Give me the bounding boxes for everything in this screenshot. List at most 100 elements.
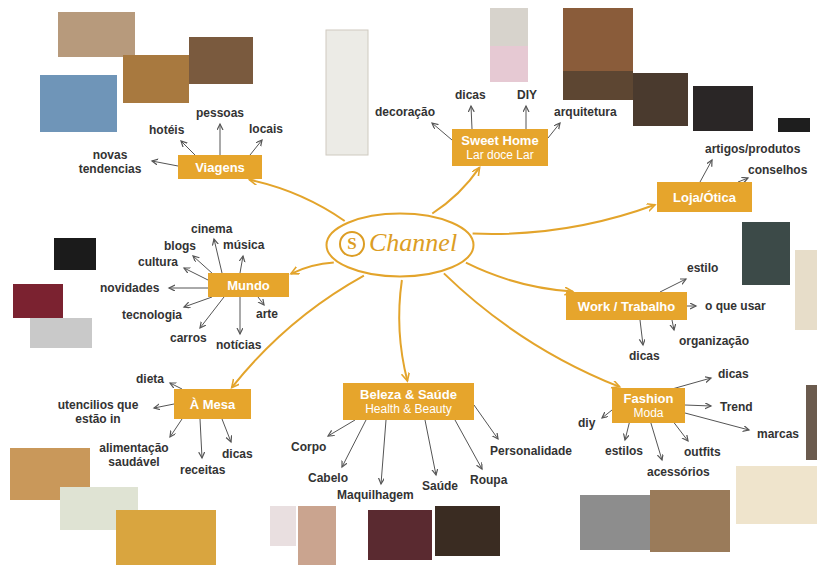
leader-line (240, 297, 241, 334)
logo-letter: S (339, 231, 365, 257)
leader-line (200, 419, 202, 458)
branch-label: receitas (180, 463, 225, 477)
photo (30, 318, 92, 348)
topic-box: Beleza & SaúdeHealth & Beauty (343, 383, 474, 420)
photo (58, 12, 135, 57)
branch-arrow (444, 273, 620, 387)
branch-label: dicas (455, 88, 486, 102)
leader-group (152, 106, 749, 484)
leader-line (381, 420, 386, 484)
photo (563, 8, 633, 71)
leader-line (250, 140, 262, 155)
branch-label: carros (170, 331, 207, 345)
branch-label: cinema (191, 222, 232, 236)
photo (326, 30, 368, 155)
photo (633, 73, 688, 126)
branch-label: arquitetura (554, 105, 617, 119)
branch-label: blogs (164, 239, 196, 253)
branch-label: marcas (757, 427, 799, 441)
leader-line (672, 420, 688, 441)
leader-line (687, 306, 696, 307)
topic-title: Sweet Home (461, 133, 538, 148)
photo (13, 284, 63, 318)
leader-line (170, 419, 182, 437)
photo (693, 86, 753, 131)
leader-line (660, 279, 686, 292)
branch-label: Cabelo (308, 471, 348, 485)
branch-label: dicas (222, 447, 253, 461)
branch-label: Trend (720, 400, 753, 414)
branch-label: o que usar (705, 299, 766, 313)
topic-box: FashionModa (612, 388, 685, 423)
leader-line (685, 413, 749, 430)
branch-label: conselhos (748, 163, 807, 177)
topic-box: Sweet HomeLar doce Lar (452, 129, 548, 166)
topic-box: À Mesa (174, 389, 251, 419)
topic-title: À Mesa (190, 397, 236, 412)
leader-line (672, 320, 674, 330)
branch-label: Maquilhagem (337, 488, 414, 502)
leader-line (184, 297, 212, 307)
branch-arrow (432, 167, 479, 213)
topic-subtitle: Lar doce Lar (466, 148, 533, 162)
leader-line (184, 268, 208, 280)
branch-label: música (223, 238, 264, 252)
topic-box: Viagens (178, 155, 262, 179)
leader-line (700, 160, 712, 182)
photo (270, 506, 296, 546)
branch-arrow (291, 263, 334, 274)
branch-label: cultura (138, 255, 178, 269)
branch-arrow (399, 280, 407, 381)
branch-label: DIY (517, 88, 537, 102)
photo (40, 75, 117, 132)
leader-line (258, 297, 264, 305)
branch-arrow (473, 205, 655, 234)
topic-title: Mundo (227, 278, 270, 293)
photo (54, 238, 96, 270)
branch-label: artigos/produtos (705, 142, 800, 156)
topic-title: Beleza & Saúde (360, 387, 457, 402)
branch-label: dicas (718, 367, 749, 381)
photo (580, 495, 650, 550)
leader-line (220, 124, 221, 155)
leader-line (154, 404, 174, 408)
branch-label: novidades (100, 281, 159, 295)
leader-line (222, 419, 231, 442)
leader-line (152, 161, 178, 166)
topic-title: Viagens (195, 160, 245, 175)
leader-line (526, 106, 527, 129)
topic-box: Work / Trabalho (566, 292, 687, 320)
branch-arrow (250, 180, 345, 221)
branch-label: estilo (687, 261, 718, 275)
branch-label: decoração (375, 105, 435, 119)
leader-line (193, 256, 213, 274)
branch-label: arte (256, 307, 278, 321)
photo (189, 37, 253, 84)
leader-line (425, 420, 436, 475)
logo-word: Channel (369, 228, 457, 258)
branch-label: hotéis (149, 123, 184, 137)
photo (490, 8, 528, 46)
leader-line (455, 420, 482, 469)
leader-line (602, 410, 612, 418)
leader-line (328, 420, 355, 436)
photo (435, 506, 500, 556)
leader-line (474, 405, 498, 439)
photo (123, 55, 189, 103)
logo-ellipse (327, 214, 474, 277)
logo-node: SChannel (325, 212, 475, 278)
branch-label: novas tendencias (70, 148, 150, 176)
leader-line (548, 123, 560, 138)
branch-label: dicas (629, 349, 660, 363)
photo (116, 510, 216, 565)
branch-label: organização (679, 334, 749, 348)
topic-title: Fashion (624, 391, 674, 406)
photo (298, 506, 336, 565)
branch-label: tecnologia (122, 308, 182, 322)
leader-line (685, 405, 711, 406)
leader-line (214, 239, 222, 273)
topic-title: Loja/Ótica (673, 190, 736, 205)
topic-subtitle: Health & Beauty (365, 402, 452, 416)
leader-line (200, 297, 224, 328)
